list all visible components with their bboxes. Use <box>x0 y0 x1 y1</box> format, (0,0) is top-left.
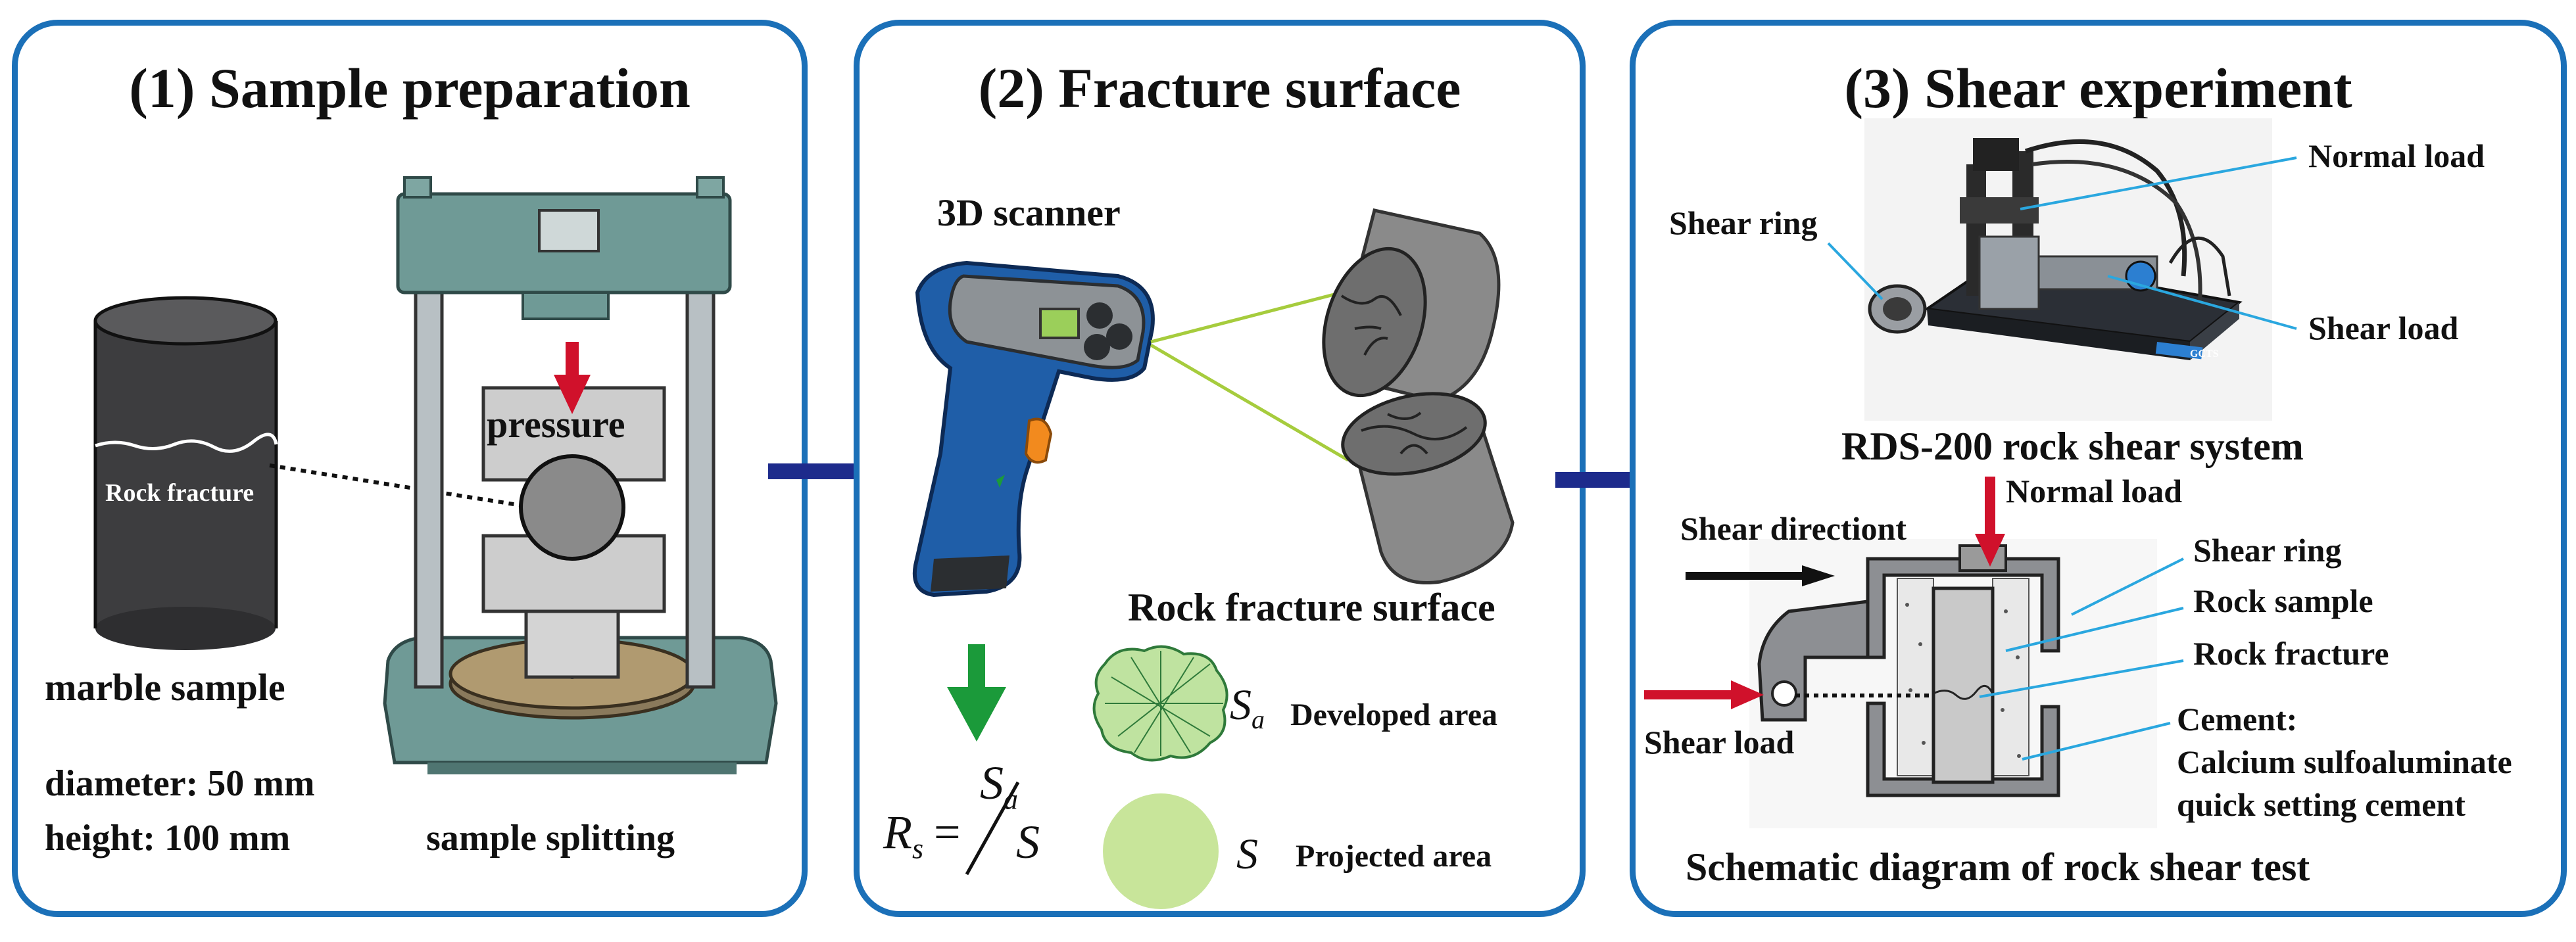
schematic-caption: Schematic diagram of rock shear test <box>1686 845 2310 889</box>
leader-cement <box>2022 722 2171 761</box>
rds-200-device-icon <box>1868 138 2243 360</box>
developed-area-label: Developed area <box>1290 697 1498 732</box>
3d-scanner-icon <box>912 260 1155 598</box>
shear-load-arrow <box>1644 680 1764 709</box>
scanner-label: 3D scanner <box>937 191 1121 234</box>
leader-shear-load-top <box>2107 275 2297 330</box>
leader-shear-ring <box>2071 557 2184 616</box>
shear-ring-top-label: Shear ring <box>1669 204 1818 241</box>
system-label: RDS-200 rock shear system <box>1841 425 2304 468</box>
rock-fracture-label: Rock fracture <box>105 479 255 507</box>
fraction-slash <box>965 781 1020 876</box>
shear-direction-arrow <box>1686 565 1835 586</box>
cement-title: Cement: <box>2177 701 2298 738</box>
normal-load-top-label: Normal load <box>2308 137 2485 174</box>
leader-rock-fracture <box>1979 659 2184 698</box>
diameter-label: diameter: 50 mm <box>45 763 315 804</box>
panel-title: (2) Fracture surface <box>978 57 1461 120</box>
scan-line-lower <box>1150 343 1349 462</box>
fracture-half-upper-icon <box>1322 208 1501 403</box>
projected-area-label: Projected area <box>1296 839 1492 874</box>
fracture-half-lower-icon <box>1341 392 1515 584</box>
panel-title: (3) Shear experiment <box>1844 57 2352 120</box>
pressure-arrow <box>554 342 591 414</box>
rock-fracture-label-3: Rock fracture <box>2193 635 2389 672</box>
press-machine-icon <box>383 176 778 774</box>
marble-cylinder-icon <box>93 296 278 650</box>
fracture-surface-label: Rock fracture surface <box>1128 586 1495 629</box>
shear-load-label: Shear load <box>1644 724 1795 761</box>
marble-sample-label: marble sample <box>45 666 285 709</box>
device-logo: GCTS <box>2190 348 2219 360</box>
shear-direction-label: Shear directiont <box>1680 510 1907 547</box>
panel-title: (1) Sample preparation <box>129 57 691 120</box>
normal-load-label: Normal load <box>2006 473 2183 509</box>
pressure-label: pressure <box>487 403 625 446</box>
sa-symbol: Sa <box>1230 681 1265 735</box>
cement-line1: Calcium sulfoaluminate <box>2177 743 2512 780</box>
sample-splitting-label: sample splitting <box>426 818 675 859</box>
leader-shear-ring-top <box>1827 242 1883 300</box>
normal-load-arrow <box>1975 477 2005 567</box>
fracture-leader <box>269 463 527 508</box>
rock-sample-label: Rock sample <box>2193 582 2373 619</box>
leader-normal-load-top <box>2020 156 2297 210</box>
height-label: height: 100 mm <box>45 818 291 859</box>
shear-load-top-label: Shear load <box>2308 310 2459 346</box>
s-symbol: S <box>1236 830 1258 878</box>
down-arrow <box>947 644 1006 742</box>
developed-area-mesh-icon <box>1092 645 1228 762</box>
scan-line-upper <box>1150 291 1342 344</box>
cement-line2: quick setting cement <box>2177 786 2466 823</box>
shear-schematic-icon <box>1749 539 2157 828</box>
shear-ring-label: Shear ring <box>2193 532 2342 569</box>
projected-area-disc-icon <box>1103 793 1219 909</box>
leader-rock-sample <box>2005 607 2184 652</box>
